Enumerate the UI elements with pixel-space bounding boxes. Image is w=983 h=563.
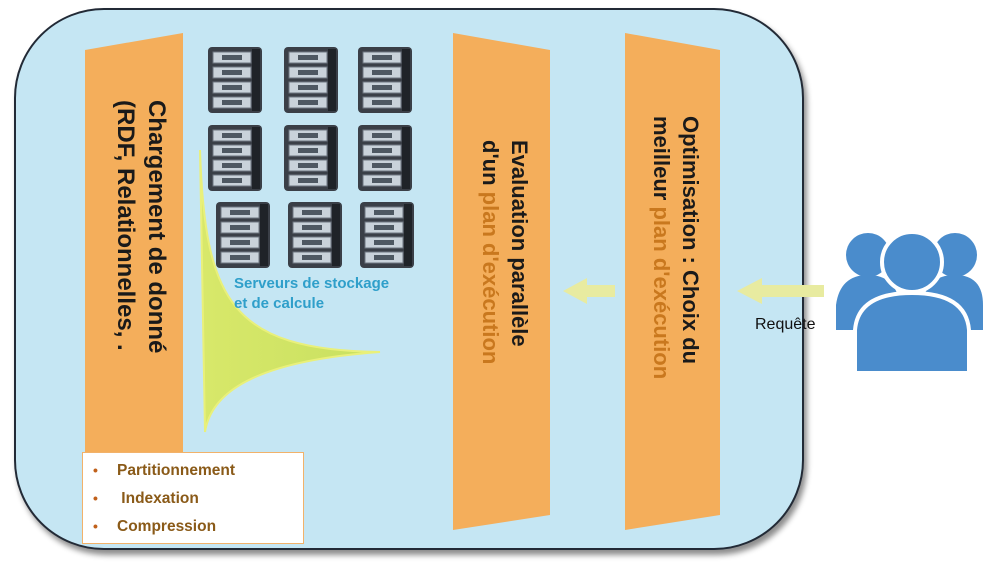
feature-item: • Compression bbox=[93, 512, 303, 540]
evaluation-panel-label: Evaluation parallèle d'un plan d'exécuti… bbox=[476, 140, 534, 364]
request-label: Requête bbox=[755, 316, 816, 333]
loading-panel-label: Chargement de donné (RDF, Relationnelles… bbox=[110, 100, 172, 353]
evaluation-label-prefix: d'un bbox=[478, 140, 503, 192]
evaluation-panel bbox=[453, 33, 550, 530]
server-rack-icon bbox=[288, 202, 342, 268]
server-rack-icon bbox=[216, 202, 270, 268]
loading-label-line1: Chargement de donné bbox=[143, 100, 170, 354]
server-rack-icon bbox=[284, 125, 338, 191]
optimisation-label-line1: Optimisation : Choix du bbox=[678, 116, 703, 365]
feature-partitionnement: Partitionnement bbox=[117, 462, 235, 479]
distribution-curve bbox=[199, 149, 381, 433]
server-rack-icon bbox=[358, 47, 412, 113]
evaluation-label-accent: plan d'exécution bbox=[478, 191, 503, 365]
users-group-icon bbox=[835, 225, 983, 375]
features-list: • Partitionnement • Indexation • Compressi… bbox=[82, 452, 304, 544]
optimisation-label-prefix: meilleur bbox=[649, 116, 674, 207]
optimisation-panel-label: Optimisation : Choix du meilleur plan d'… bbox=[647, 116, 705, 379]
server-rack-icon bbox=[360, 202, 414, 268]
bullet-icon: • bbox=[93, 490, 98, 506]
optimisation-panel bbox=[625, 33, 720, 530]
loading-panel bbox=[85, 33, 183, 515]
feature-indexation: Indexation bbox=[117, 490, 199, 507]
server-rack-icon bbox=[358, 125, 412, 191]
feature-compression: Compression bbox=[117, 518, 217, 535]
arrow-to-optimisation bbox=[737, 278, 824, 304]
feature-item: • Partitionnement bbox=[93, 456, 303, 484]
evaluation-label-line1: Evaluation parallèle bbox=[507, 140, 532, 347]
server-rack-icon bbox=[284, 47, 338, 113]
bullet-icon: • bbox=[93, 518, 98, 534]
server-rack-icon bbox=[208, 47, 262, 113]
servers-label-line2: et de calcule bbox=[234, 295, 325, 312]
loading-label-line2: (RDF, Relationnelles, . bbox=[112, 100, 139, 351]
bullet-icon: • bbox=[93, 462, 98, 478]
servers-label-line1: Serveurs de stockage bbox=[234, 275, 390, 292]
server-rack-icon bbox=[208, 125, 262, 191]
optimisation-label-accent: plan d'exécution bbox=[649, 206, 674, 380]
servers-label: Serveurs de stockage et de calcule bbox=[234, 274, 389, 314]
feature-item: • Indexation bbox=[93, 484, 303, 512]
arrow-to-evaluation bbox=[563, 278, 615, 304]
